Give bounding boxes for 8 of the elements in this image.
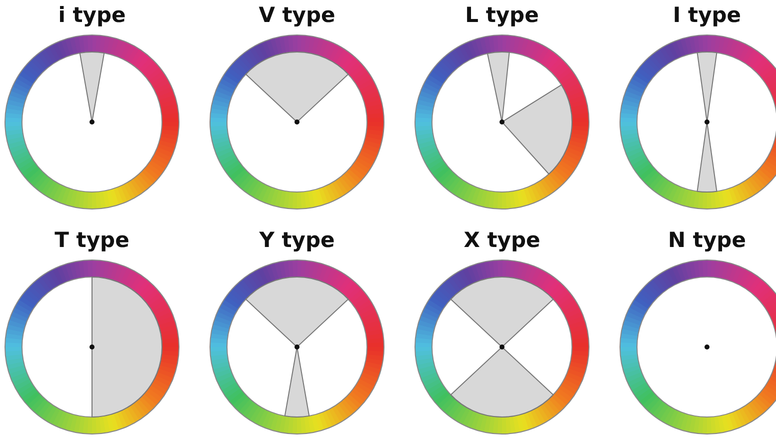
wheel-title: i type: [58, 2, 126, 29]
wheel-title: X type: [464, 227, 540, 254]
wheel-title: V type: [258, 2, 336, 29]
wheel-title: L type: [465, 2, 539, 29]
wheel-title: Y type: [259, 227, 335, 254]
wheel-title: N type: [668, 227, 746, 254]
wheel-title: T type: [54, 227, 130, 254]
wheel-title: I type: [672, 2, 742, 29]
